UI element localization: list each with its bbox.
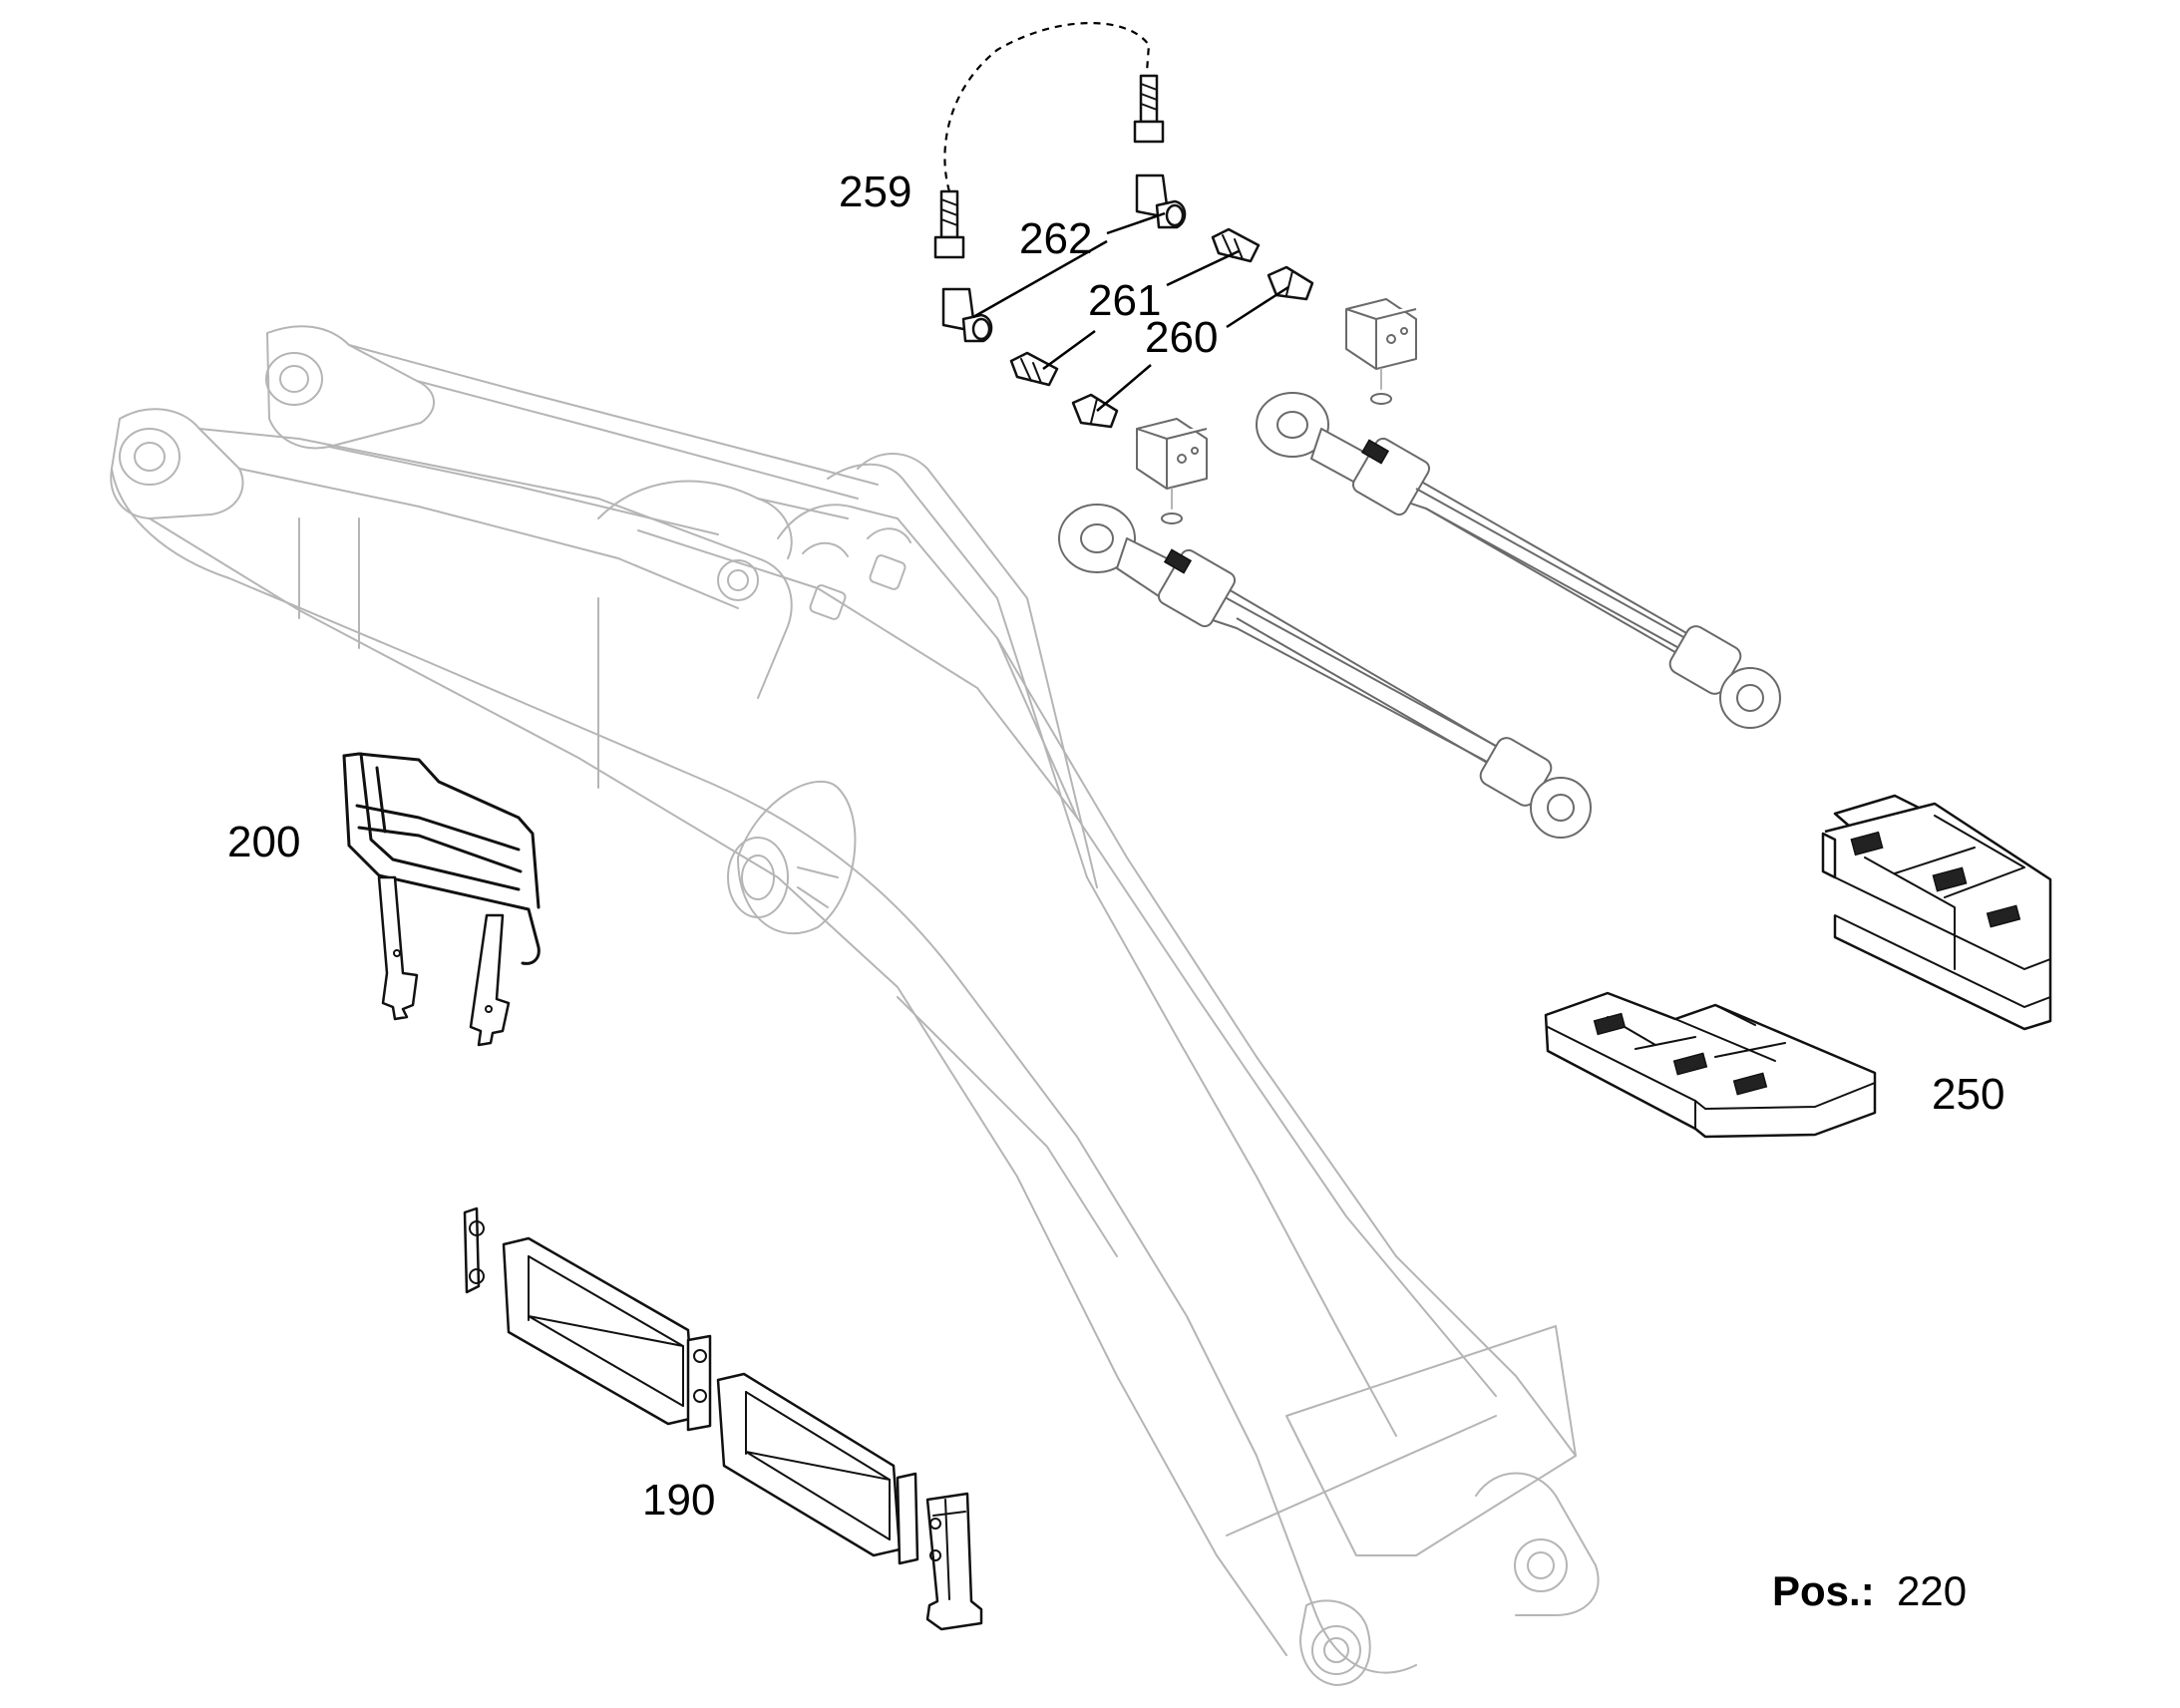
callout-250: 250 — [1932, 1070, 2004, 1119]
boom-outline — [110, 325, 1600, 1686]
position-key: Pos.: — [1772, 1567, 1875, 1614]
leader-261-b — [1042, 329, 1096, 371]
leader-260-b — [1096, 364, 1152, 412]
leader-261 — [1166, 249, 1240, 287]
callout-262: 262 — [1019, 214, 1092, 263]
hose-fittings — [933, 22, 1314, 429]
leader-260 — [1226, 285, 1289, 329]
callout-259: 259 — [839, 168, 911, 216]
step-boxes-250 — [1544, 794, 2052, 1139]
railing-200 — [342, 752, 541, 1047]
cylinder-rear — [1256, 392, 1781, 729]
valve-block-front — [1136, 418, 1208, 524]
callout-260: 260 — [1145, 313, 1218, 362]
valve-block-rear — [1345, 298, 1417, 405]
braces-190 — [463, 1206, 983, 1631]
callout-200: 200 — [227, 818, 300, 866]
callout-261: 261 — [1088, 276, 1161, 325]
leader-262 — [1106, 211, 1166, 235]
hose-route-line — [943, 22, 1151, 192]
callout-190: 190 — [642, 1476, 715, 1525]
position-value: 220 — [1897, 1567, 1967, 1614]
leader-262-b — [972, 239, 1108, 319]
cylinder-front — [1058, 504, 1592, 839]
